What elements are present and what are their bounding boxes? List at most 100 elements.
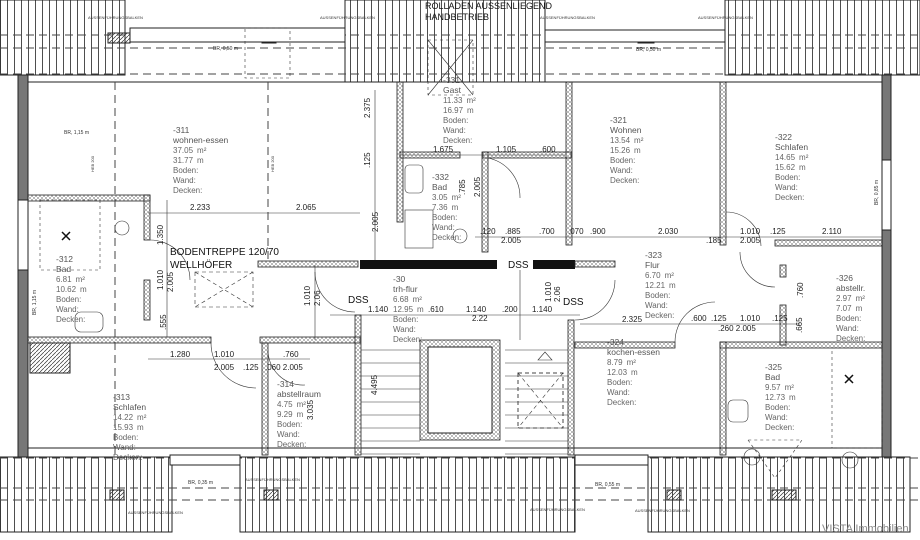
room-perimeter-value: 12.95 [393, 305, 414, 314]
room-perimeter-unit: m [467, 106, 474, 115]
room-name: Wohnen [610, 125, 642, 135]
dimension-label: 2.005 [501, 236, 522, 245]
balcony-label: AUSSENFÜHRUNGSBALKEN [698, 15, 753, 20]
dimension-label: 3.035 [306, 399, 315, 420]
floor-label: Boden: [173, 166, 198, 175]
wall-label: Wand: [432, 223, 455, 232]
balcony-label: AUSSENFÜHRUNGSBALKEN [540, 15, 595, 20]
bathtub-icon [404, 164, 424, 194]
ceiling-label: Decken: [607, 398, 636, 407]
dimension-label: 1.675 [433, 145, 454, 154]
dimension-label: .600 [540, 145, 556, 154]
doors [149, 157, 776, 389]
dimension-label: 1.140 [466, 305, 487, 314]
dimension-label: .900 [590, 227, 606, 236]
room-number: -331 [443, 75, 460, 85]
room-area-unit: m² [452, 193, 462, 202]
room-perimeter-value: 12.21 [645, 281, 666, 290]
wall-label: Wand: [56, 305, 79, 314]
floor-label: Boden: [610, 156, 635, 165]
dimension-label: 1.350 [156, 224, 165, 245]
room-perimeter-unit: m [631, 368, 638, 377]
dimension-label: 1.010 [214, 350, 235, 359]
room-name: abstellr. [836, 283, 865, 293]
dimension-label: 2.325 [622, 315, 643, 324]
floor-label: Boden: [393, 315, 418, 324]
ceiling-label: Decken: [443, 136, 472, 145]
floor-label: Boden: [432, 213, 457, 222]
room-perimeter-unit: m [197, 156, 204, 165]
room-name: Bad [765, 372, 780, 382]
floor-label: Boden: [443, 116, 468, 125]
room-number: -324 [607, 337, 624, 347]
room-perimeter-value: 15.62 [775, 163, 796, 172]
dimension-label: .125 [770, 227, 786, 236]
room-area-unit: m² [665, 271, 675, 280]
room-area-unit: m² [799, 153, 809, 162]
dimension-label: .610 [428, 305, 444, 314]
room-perimeter-unit: m [417, 305, 424, 314]
room-area-value: 6.70 [645, 271, 661, 280]
dss-label: DSS [563, 297, 584, 308]
ceiling-label: Decken: [610, 176, 639, 185]
dimension-label: .125 [711, 314, 727, 323]
room-area-value: 4.75 [277, 400, 293, 409]
wall-label: Wand: [173, 176, 196, 185]
window-width: BR, 1,15 m [32, 290, 38, 315]
dimension-label: .785 [458, 179, 467, 195]
dimension-label: 1.105 [496, 145, 517, 154]
ceiling-label: Decken: [432, 233, 461, 242]
wall-label: Wand: [765, 413, 788, 422]
room-number: -313 [113, 392, 130, 402]
room-area: 6.70 m² [645, 271, 674, 280]
beam-label: HEB 200 [270, 155, 275, 172]
dimension-label: 1.010 [740, 227, 761, 236]
dimension-label: .665 [795, 317, 804, 333]
room-area-value: 9.57 [765, 383, 781, 392]
interior-walls [27, 81, 883, 456]
floor-label: Boden: [113, 433, 138, 442]
room-area-value: 11.33 [443, 96, 463, 105]
room-perimeter-unit: m [137, 423, 144, 432]
dimension-label: 2.06 [313, 290, 322, 306]
dimension-label: .760 [796, 282, 805, 298]
dimension-label: 1.010 [544, 281, 553, 302]
wall-label: Wand: [393, 325, 416, 334]
room-area-unit: m² [634, 136, 644, 145]
room-number: -325 [765, 362, 782, 372]
room-area-unit: m² [76, 275, 86, 284]
wall-label: Wand: [836, 324, 859, 333]
dimension-label: 1.140 [532, 305, 553, 314]
dimension-label: 2.005 [371, 211, 380, 232]
dimension-label: .700 [539, 227, 555, 236]
watermark: VISTA Immobilien [822, 523, 909, 535]
dimension-label: .125 [363, 152, 372, 168]
dimension-label: 2.005 [740, 236, 761, 245]
room-number: -326 [836, 273, 853, 283]
balcony-label: AUSSENFÜHRUNGSBALKEN [128, 510, 183, 515]
wall-label: Wand: [610, 166, 633, 175]
balcony-label: AUSSENFÜHRUNGSBALKEN [320, 15, 375, 20]
floor-label: Boden: [607, 378, 632, 387]
wall-label: Wand: [277, 430, 300, 439]
ceiling-label: Decken: [393, 335, 422, 344]
dimension-label: 4.495 [370, 374, 379, 395]
balcony-bottom-center [239, 456, 576, 533]
roof-note-line1: ROLLADEN AUSSENLIEGEND [425, 1, 553, 11]
room-perimeter-value: 7.07 [836, 304, 852, 313]
